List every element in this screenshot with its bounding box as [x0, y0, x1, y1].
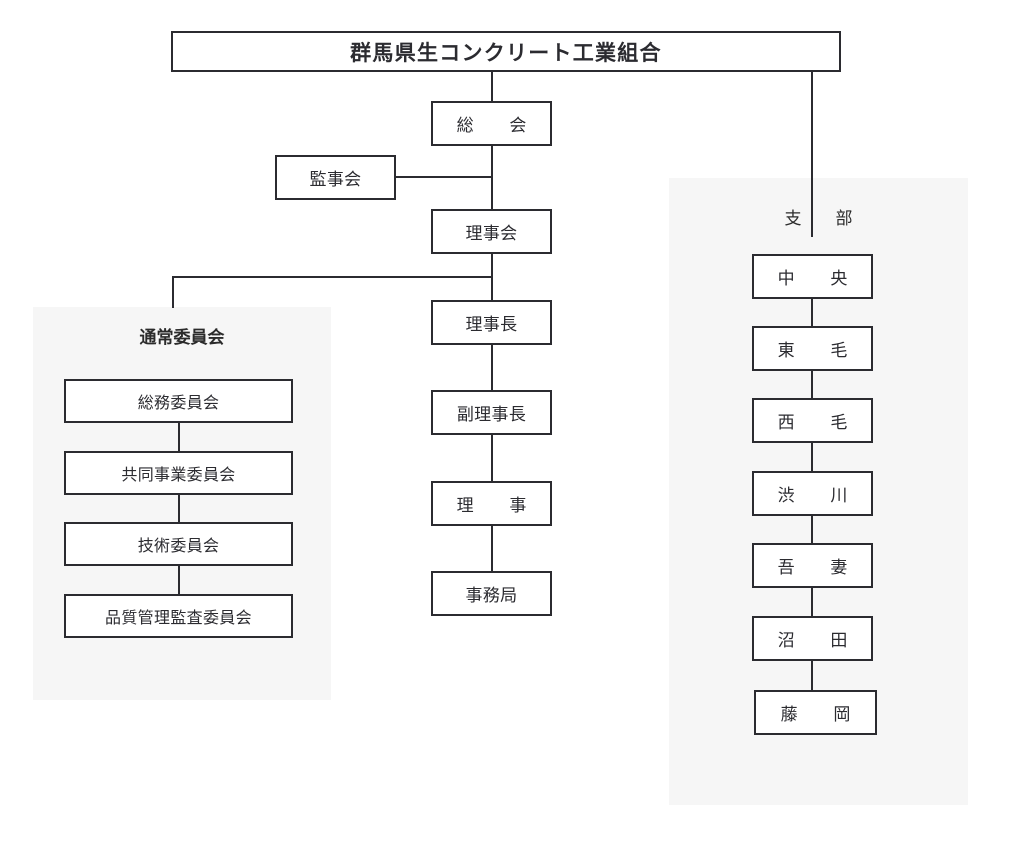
node-general-affairs-committee-label: 総務委員会: [137, 395, 220, 412]
connector-committee-2-to-3: [178, 495, 180, 522]
connector-branch-5-to-6: [811, 588, 813, 616]
connector-root-to-branches: [811, 72, 813, 237]
node-branch-tomo[interactable]: 東 毛: [752, 326, 873, 371]
branches-heading: 支 部: [669, 204, 968, 229]
node-director-label: 理 事: [456, 496, 536, 515]
node-vice-chairman-label: 副理事長: [456, 405, 527, 424]
connector-board-to-committees-horizontal: [172, 276, 492, 278]
connector-branch-2-to-3: [811, 371, 813, 398]
node-quality-control-audit-committee[interactable]: 品質管理監査委員会: [64, 594, 293, 638]
committees-panel: [33, 307, 331, 700]
connector-committee-1-to-2: [178, 423, 180, 451]
org-root-box[interactable]: 群馬県生コンクリート工業組合: [171, 31, 841, 72]
connector-general-meeting-to-board: [491, 146, 493, 209]
node-director[interactable]: 理 事: [431, 481, 552, 526]
node-chairman[interactable]: 理事長: [431, 300, 552, 345]
connector-board-to-chairman: [491, 254, 493, 300]
node-branch-fujioka[interactable]: 藤 岡: [754, 690, 877, 735]
committees-heading: 通常委員会: [33, 323, 331, 348]
node-branch-chuo-label: 中 央: [777, 269, 857, 288]
node-board-of-directors[interactable]: 理事会: [431, 209, 552, 254]
node-branch-shibukawa[interactable]: 渋 川: [752, 471, 873, 516]
connector-branch-3-to-4: [811, 443, 813, 471]
connector-committee-3-to-4: [178, 566, 180, 594]
node-branch-numata-label: 沼 田: [777, 631, 857, 650]
branches-heading-label: 支 部: [784, 209, 861, 228]
connector-vice-chairman-to-director: [491, 435, 493, 481]
node-auditors[interactable]: 監事会: [275, 155, 396, 200]
node-joint-business-committee[interactable]: 共同事業委員会: [64, 451, 293, 495]
node-branch-shibukawa-label: 渋 川: [777, 486, 857, 505]
node-branch-agatsuma[interactable]: 吾 妻: [752, 543, 873, 588]
connector-branch-1-to-2: [811, 299, 813, 326]
node-auditors-label: 監事会: [309, 170, 362, 189]
connector-chairman-to-vice-chairman: [491, 345, 493, 390]
node-branch-numata[interactable]: 沼 田: [752, 616, 873, 661]
connector-board-to-committees-vertical: [172, 276, 174, 308]
connector-auditors-to-trunk: [396, 176, 492, 178]
node-secretariat-label: 事務局: [465, 586, 518, 605]
node-quality-control-audit-committee-label: 品質管理監査委員会: [105, 610, 252, 627]
node-branch-seimo-label: 西 毛: [777, 413, 857, 432]
node-branch-tomo-label: 東 毛: [777, 341, 857, 360]
node-technical-committee-label: 技術委員会: [137, 538, 220, 555]
node-technical-committee[interactable]: 技術委員会: [64, 522, 293, 566]
node-secretariat[interactable]: 事務局: [431, 571, 552, 616]
connector-branch-4-to-5: [811, 516, 813, 543]
node-general-meeting-label: 総 会: [456, 116, 536, 135]
node-branch-agatsuma-label: 吾 妻: [777, 558, 857, 577]
node-general-meeting[interactable]: 総 会: [431, 101, 552, 146]
node-chairman-label: 理事長: [465, 315, 518, 334]
connector-root-to-general-meeting: [491, 72, 493, 101]
org-root-label: 群馬県生コンクリート工業組合: [350, 41, 662, 65]
node-branch-chuo[interactable]: 中 央: [752, 254, 873, 299]
node-branch-seimo[interactable]: 西 毛: [752, 398, 873, 443]
node-vice-chairman[interactable]: 副理事長: [431, 390, 552, 435]
node-board-of-directors-label: 理事会: [465, 224, 518, 243]
node-joint-business-committee-label: 共同事業委員会: [121, 467, 236, 484]
node-general-affairs-committee[interactable]: 総務委員会: [64, 379, 293, 423]
node-branch-fujioka-label: 藤 岡: [780, 705, 860, 724]
connector-director-to-secretariat: [491, 526, 493, 571]
committees-heading-label: 通常委員会: [139, 328, 225, 347]
connector-branch-6-to-7: [811, 661, 813, 690]
